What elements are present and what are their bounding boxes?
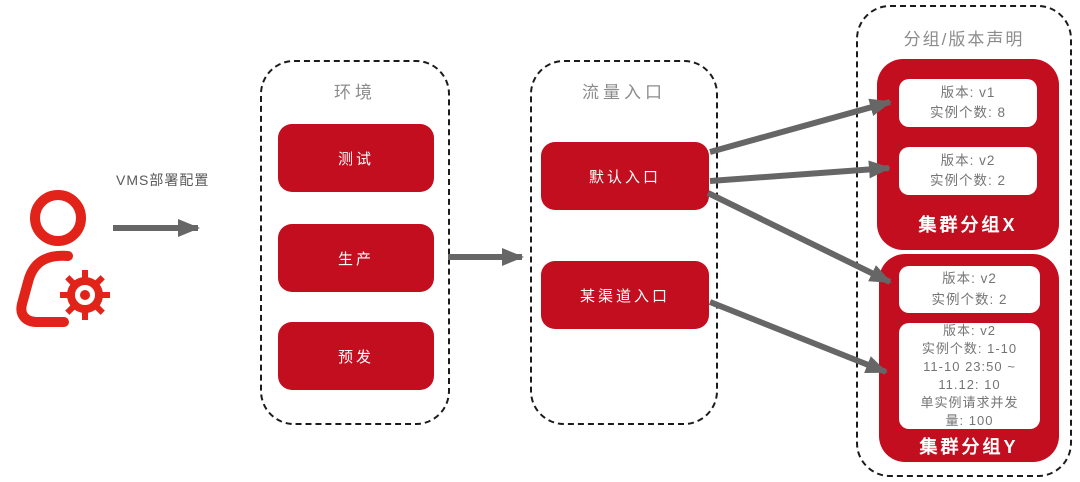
cluster-card-y: 版本: v2 实例个数: 2 版本: v2 实例个数: 1-10 11-10 2… (879, 254, 1059, 462)
user-gear-icon-svg (16, 190, 114, 327)
version-box-x-v2: 版本: v2 实例个数: 2 (899, 147, 1037, 195)
group-version-panel-title: 分组/版本声明 (903, 30, 1025, 49)
schedule-line: 11-10 23:50 ~ (923, 359, 1016, 375)
env-node-production: 生产 (278, 224, 434, 292)
traffic-node-default-entry: 默认入口 (541, 142, 709, 210)
instances-line: 实例个数: 1-10 (921, 341, 1018, 357)
env-node-staging: 预发 (278, 322, 434, 390)
env-node-test: 测试 (278, 124, 434, 192)
version-box-y-v2: 版本: v2 实例个数: 2 (899, 266, 1040, 313)
traffic-node-default-entry-label: 默认入口 (588, 168, 661, 186)
env-node-production-label: 生产 (337, 250, 374, 268)
version-line: 版本: v2 (943, 323, 996, 339)
traffic-node-channel-entry: 某渠道入口 (541, 261, 709, 329)
version-line: 版本: v2 (942, 271, 997, 287)
concurrency-line: 单实例请求并发 (920, 394, 1019, 410)
cluster-card-x: 版本: v1 实例个数: 8 版本: v2 实例个数: 2 集群分组X (877, 59, 1059, 250)
version-box-x-v1: 版本: v1 实例个数: 8 (899, 79, 1037, 127)
version-line: 版本: v1 (940, 84, 996, 100)
concurrency-line: 量: 100 (945, 412, 994, 428)
flow-label-vms-config: VMS部署配置 (116, 172, 210, 188)
env-node-test-label: 测试 (337, 150, 374, 168)
cluster-label-x: 集群分组X (918, 215, 1018, 235)
instances-line: 实例个数: 2 (929, 173, 1006, 188)
instances-line: 实例个数: 2 (931, 291, 1008, 307)
user-gear-icon (8, 182, 114, 330)
group-version-panel: 分组/版本声明 版本: v1 实例个数: 8 版本: v2 实例个数: 2 集群… (856, 5, 1072, 477)
instances-line: 实例个数: 8 (929, 105, 1006, 120)
environment-panel: 环境 测试 生产 预发 (260, 60, 450, 425)
traffic-node-channel-entry-label: 某渠道入口 (579, 287, 670, 305)
version-line: 版本: v2 (940, 152, 996, 168)
environment-panel-title: 环境 (334, 83, 376, 102)
cluster-label-y: 集群分组Y (919, 437, 1019, 457)
traffic-entry-panel: 流量入口 默认入口 某渠道入口 (530, 60, 718, 425)
schedule-line: 11.12: 10 (938, 377, 1001, 392)
traffic-entry-panel-title: 流量入口 (582, 83, 666, 102)
version-box-y-v2-schedule: 版本: v2 实例个数: 1-10 11-10 23:50 ~ 11.12: 1… (899, 323, 1040, 429)
env-node-staging-label: 预发 (337, 348, 374, 366)
